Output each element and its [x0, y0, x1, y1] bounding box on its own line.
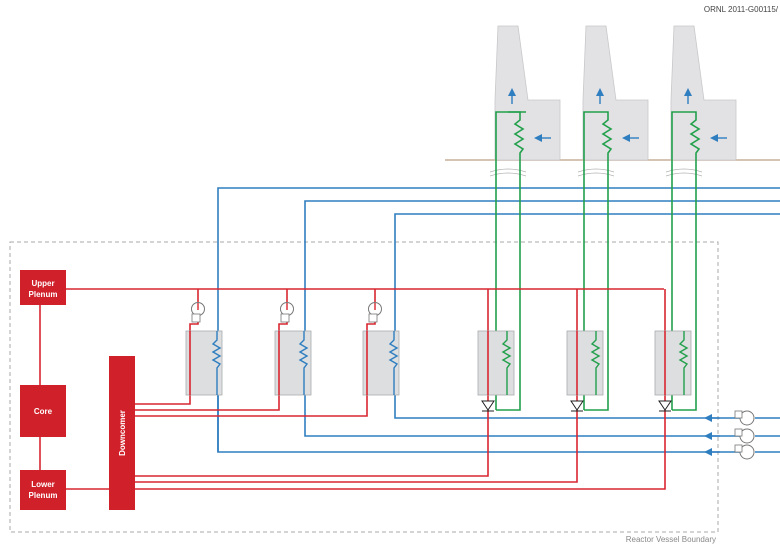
fluidic-diodes [481, 400, 672, 412]
intermediate-pump-2 [704, 428, 755, 444]
heat-exchangers-intermediate [185, 330, 400, 396]
diode-3 [658, 400, 672, 412]
primary-pump-2 [280, 302, 294, 323]
primary-pumps [191, 302, 382, 323]
cooling-tower-2 [582, 25, 649, 161]
upper-plenum-block: Upper Plenum [20, 270, 66, 305]
upper-plenum-label-2: Plenum [29, 290, 58, 299]
intermediate-loops [217, 187, 780, 453]
heat-exchanger-5 [566, 330, 604, 396]
reactor-vessel-boundary [9, 241, 719, 533]
heat-exchanger-3 [362, 330, 400, 396]
intermediate-pumps [704, 410, 755, 460]
core-label: Core [34, 407, 53, 416]
heat-exchangers-air [477, 330, 692, 396]
lower-plenum-label-2: Plenum [29, 491, 58, 500]
heat-exchanger-2 [274, 330, 312, 396]
figure-id-label: ORNL 2011-G00115/ [704, 5, 779, 14]
diode-1 [481, 400, 495, 412]
lower-plenum-block: Lower Plenum [20, 470, 66, 510]
diode-2 [570, 400, 584, 412]
primary-pump-3 [368, 302, 382, 323]
boundary-label: Reactor Vessel Boundary [626, 535, 716, 544]
upper-plenum-label-1: Upper [31, 279, 54, 288]
cooling-tower-1 [494, 25, 561, 161]
air-coil-loops [495, 111, 701, 411]
lower-plenum-label-1: Lower [31, 480, 55, 489]
primary-pump-1 [191, 302, 205, 323]
heat-exchanger-4 [477, 330, 515, 396]
heat-exchanger-1 [185, 330, 223, 396]
core-block: Core [20, 385, 66, 437]
intermediate-pump-1 [704, 410, 755, 426]
airflow-arrows [508, 88, 727, 142]
intermediate-pump-3 [704, 444, 755, 460]
downcomer-block: Downcomer [109, 356, 135, 510]
heat-exchanger-6 [654, 330, 692, 396]
ground-break-marks [489, 168, 703, 177]
downcomer-label: Downcomer [118, 410, 127, 456]
cooling-tower-3 [670, 25, 737, 161]
cooling-towers [445, 25, 780, 177]
